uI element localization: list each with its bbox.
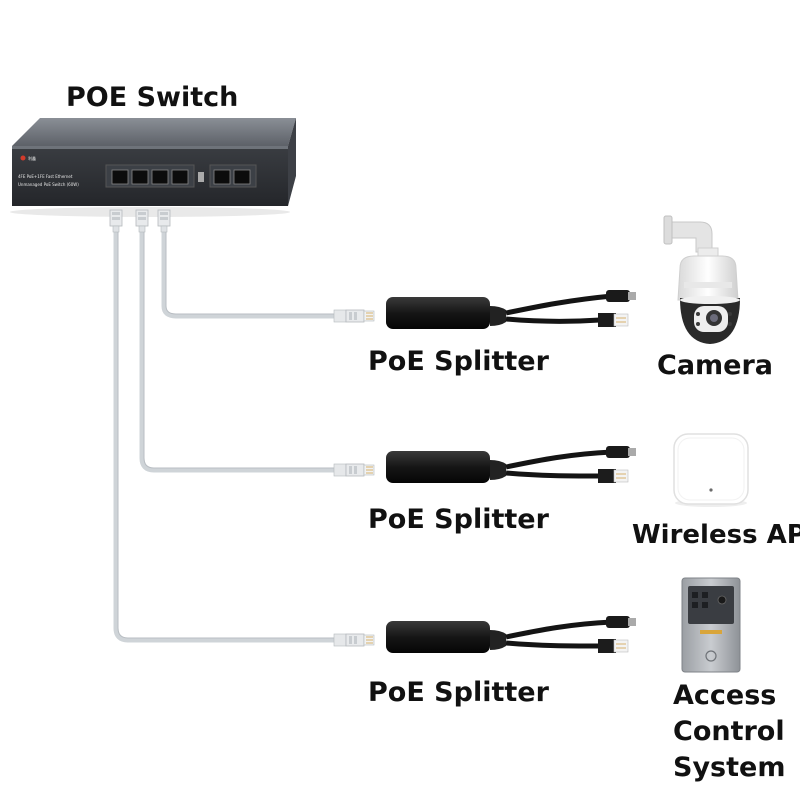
brand-logo-icon <box>20 155 26 161</box>
switch-brand: 利鑫 <box>28 155 36 161</box>
switch-uplink-ports <box>209 164 257 188</box>
switch-plug-1 <box>157 209 171 233</box>
cable-to-splitter-2 <box>139 229 343 473</box>
label-access-control-line-2: Control <box>673 716 785 747</box>
label-access-control-line-3: System <box>673 752 786 783</box>
poe-switch: 利鑫 4FE PoE+1FE Fast Ethernet Unmanaged P… <box>10 118 296 217</box>
switch-poe-ports <box>105 164 195 188</box>
label-wireless-ap: Wireless AP <box>632 520 800 550</box>
label-access-control-line-1: Access <box>673 680 777 711</box>
poe-splitter-1 <box>333 290 636 329</box>
label-camera: Camera <box>657 350 774 381</box>
ethernet-cables <box>113 229 343 643</box>
switch-model-line-1: 4FE PoE+1FE Fast Ethernet <box>18 174 73 179</box>
switch-plug-2 <box>135 209 149 233</box>
ptz-camera-icon <box>663 215 740 344</box>
switch-model-line-2: Unmanaged PoE Switch (60W) <box>18 182 79 187</box>
label-access-control-system: Access Control System <box>673 678 785 786</box>
switch-mode-toggle <box>198 172 204 182</box>
cable-to-splitter-1 <box>161 229 343 319</box>
label-poe-splitter-3: PoE Splitter <box>368 677 549 708</box>
wireless-ap-icon <box>673 433 749 507</box>
poe-splitter-3 <box>333 616 636 653</box>
poe-splitter-2 <box>333 446 636 483</box>
cable-to-splitter-3 <box>113 229 343 643</box>
access-control-panel-icon <box>681 577 741 673</box>
label-poe-switch: POE Switch <box>66 82 239 113</box>
label-poe-splitter-2: PoE Splitter <box>368 504 549 535</box>
label-poe-splitter-1: PoE Splitter <box>368 346 549 377</box>
switch-plug-3 <box>109 209 123 233</box>
